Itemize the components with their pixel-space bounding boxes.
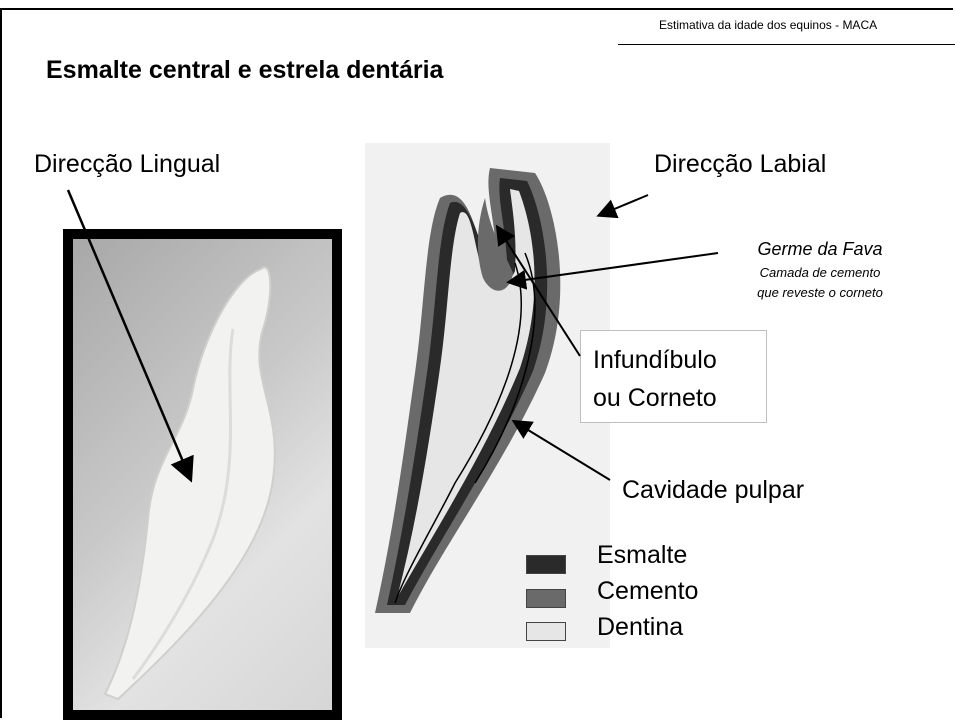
arrow-infundibulo: [495, 224, 581, 357]
infundibulo-cement: [477, 198, 513, 291]
legend-swatch-dentina: [526, 622, 566, 641]
label-infundibulo-line2: ou Corneto: [593, 384, 717, 412]
label-germe-line1: Camada de cemento: [759, 265, 881, 280]
label-direccao-lingual: Direcção Lingual: [34, 150, 221, 178]
tooth-photo-ridge: [131, 328, 235, 680]
running-header: Estimativa da idade dos equinos - MACA: [659, 18, 878, 32]
legend-swatch-cemento: [526, 589, 566, 608]
legend-label-cemento: Cemento: [597, 577, 699, 605]
arrow-cavidade: [511, 419, 611, 481]
cavidade-line-2: [474, 252, 536, 484]
tooth-photo: [73, 239, 332, 710]
label-cavidade-pulpar: Cavidade pulpar: [622, 476, 805, 504]
legend-label-dentina: Dentina: [597, 613, 684, 641]
label-germe-line2: que reveste o corneto: [757, 285, 883, 300]
tooth-photo-shape: [103, 266, 276, 701]
arrow-labial: [596, 194, 649, 219]
legend-swatch-esmalte: [526, 555, 566, 574]
tooth-photo-drawing: [103, 266, 276, 701]
legend-label-esmalte: Esmalte: [597, 541, 688, 569]
infundibulo-box: Infundíbulo ou Corneto: [580, 330, 767, 423]
tooth-photo-frame: [63, 229, 342, 720]
slide-frame: [0, 8, 953, 718]
arrow-germe: [506, 252, 719, 290]
label-direccao-labial: Direcção Labial: [654, 150, 827, 178]
label-infundibulo-line1: Infundíbulo: [593, 346, 717, 374]
slide-title: Esmalte central e estrela dentária: [46, 56, 444, 84]
dentina-fill: [397, 189, 535, 598]
arrow-lingual: [66, 189, 194, 483]
header-rule: [618, 44, 955, 45]
label-germe-title: Germe da Fava: [757, 239, 883, 259]
cavidade-line: [394, 262, 522, 604]
